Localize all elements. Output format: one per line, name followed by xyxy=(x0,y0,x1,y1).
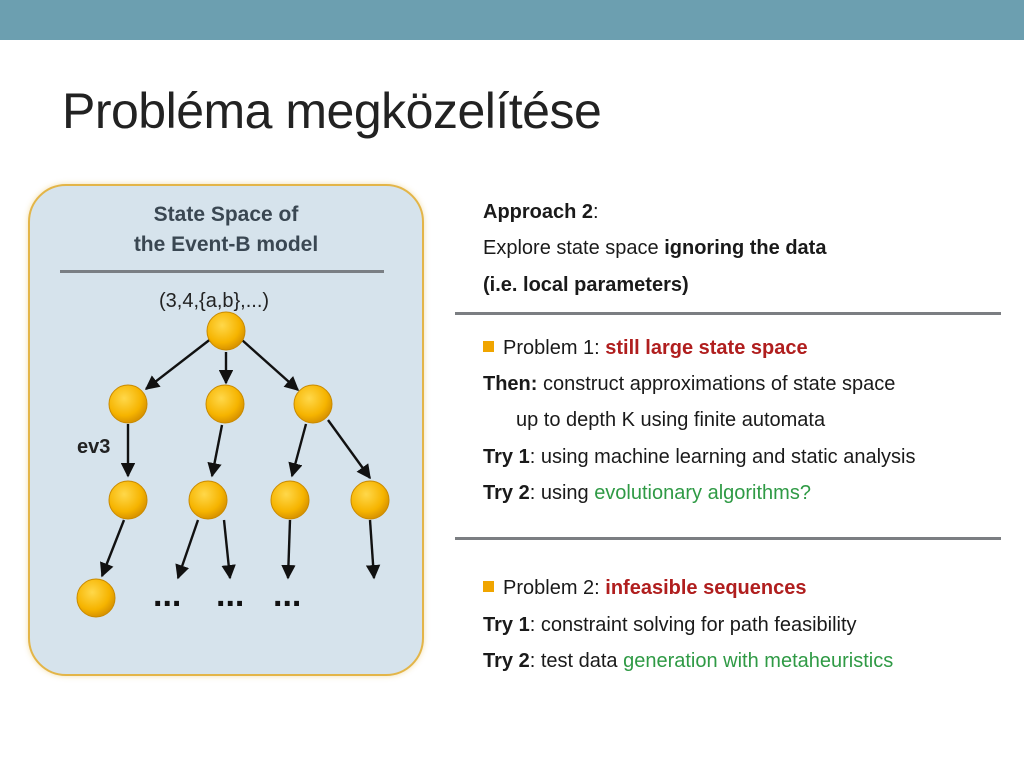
problem1-try1-text: : using machine learning and static anal… xyxy=(529,446,916,468)
problem1-try1-label: Try 1 xyxy=(483,446,530,468)
state-label: (3,4,{a,b},...) xyxy=(159,290,270,312)
state-node-level1-mid xyxy=(205,384,245,424)
tree-nodes xyxy=(76,311,390,618)
problem1-label: Problem 1: xyxy=(503,337,606,359)
problem1-highlight: still large state space xyxy=(605,337,808,359)
problem1-then-continued: up to depth K using finite automata xyxy=(516,409,826,431)
approach-line-2-plain: Explore state space xyxy=(483,237,665,259)
section-divider-2 xyxy=(455,537,1001,540)
bullet-square-icon xyxy=(483,341,494,352)
slide-title: Probléma megközelítése xyxy=(62,83,602,139)
state-node-level2-d xyxy=(350,480,390,520)
problem2-try2-highlight: generation with metaheuristics xyxy=(623,650,894,672)
edge-l3-e xyxy=(365,519,381,580)
edge-mid-down xyxy=(207,424,224,478)
ellipsis-2: ... xyxy=(216,576,244,614)
approach-line-2-bold: ignoring the data xyxy=(664,237,827,259)
edge-l3-a xyxy=(100,519,126,578)
event-label: ev3 xyxy=(77,436,111,458)
state-node-root xyxy=(206,311,246,351)
state-node-level2-a xyxy=(108,480,148,520)
edge-right-down-left xyxy=(288,423,308,478)
approach-label: Approach 2 xyxy=(483,201,594,223)
tree-edges xyxy=(100,337,381,580)
panel-title-line-2: the Event-B model xyxy=(133,233,319,256)
problem2-try1: Try 1: constraint solving for path feasi… xyxy=(483,613,857,637)
problem2-heading: Problem 2: infeasible sequences xyxy=(483,576,806,600)
approach-line-2: Explore state space ignoring the data xyxy=(483,236,826,260)
approach-heading: Approach 2: xyxy=(483,200,599,224)
problem2-try2-label: Try 2 xyxy=(483,650,530,672)
ellipsis-1: ... xyxy=(153,576,181,614)
bullet-square-icon xyxy=(483,581,494,592)
problem2-try1-label: Try 1 xyxy=(483,614,530,636)
panel-divider xyxy=(60,270,384,273)
problem1-try1: Try 1: using machine learning and static… xyxy=(483,445,915,469)
problem2-try2-text: : test data xyxy=(529,650,624,672)
edge-l3-c xyxy=(221,519,236,580)
problem1-then: Then: construct approximations of state … xyxy=(483,372,895,396)
problem2-label: Problem 2: xyxy=(503,577,606,599)
problem1-try2-text: : using xyxy=(529,482,595,504)
problem1-then-text: construct approximations of state space xyxy=(537,373,896,395)
approach-line-3: (i.e. local parameters) xyxy=(483,273,689,297)
edge-right-down-right xyxy=(327,419,371,480)
edge-l3-b xyxy=(175,519,200,580)
edge-l3-d xyxy=(281,519,296,580)
problem2-try2: Try 2: test data generation with metaheu… xyxy=(483,649,893,673)
state-node-level3-a xyxy=(76,578,116,618)
top-bar xyxy=(0,0,1024,40)
problem1-heading: Problem 1: still large state space xyxy=(483,336,808,360)
problem1-try2-highlight: evolutionary algorithms? xyxy=(594,482,811,504)
approach-colon: : xyxy=(593,201,599,223)
state-node-level1-right xyxy=(293,384,333,424)
state-node-level2-b xyxy=(188,480,228,520)
edge-root-right xyxy=(241,339,300,391)
problem1-try2: Try 2: using evolutionary algorithms? xyxy=(483,481,811,505)
state-node-level2-c xyxy=(270,480,310,520)
problem2-try1-text: : constraint solving for path feasibilit… xyxy=(529,614,857,636)
problem2-highlight: infeasible sequences xyxy=(605,577,807,599)
problem1-then-label: Then: xyxy=(483,373,538,395)
panel-title-line-1: State Space of xyxy=(153,203,299,226)
ellipsis-3: ... xyxy=(273,576,301,614)
ellipsis-group: ... ... ... xyxy=(153,576,301,614)
state-node-level1-left xyxy=(108,384,148,424)
problem1-try2-label: Try 2 xyxy=(483,482,530,504)
approach-line-3-bold: (i.e. local parameters) xyxy=(483,274,689,296)
section-divider-1 xyxy=(455,312,1001,315)
edge-root-left xyxy=(144,337,213,390)
panel-title: State Space of the Event-B model xyxy=(0,200,452,260)
